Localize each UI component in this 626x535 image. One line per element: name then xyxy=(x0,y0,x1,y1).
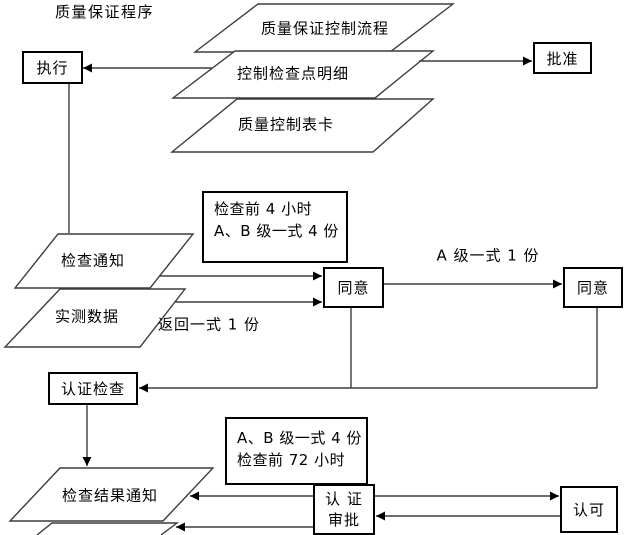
doc-checkpoints-parallelogram xyxy=(170,50,435,99)
approve-label: 批准 xyxy=(546,49,579,68)
notice-label: 检查通知 xyxy=(60,251,126,270)
doc-flow-label: 质量保证控制流程 xyxy=(260,19,390,38)
measured-parallelogram xyxy=(3,288,187,348)
result-copy-parallelogram xyxy=(36,522,180,535)
agree-left-label: 同意 xyxy=(337,279,370,297)
note-before-72h-box: A、B 级一式 4 份 检查前 72 小时 xyxy=(225,417,368,485)
agree-right-label: 同意 xyxy=(576,279,609,297)
notice-parallelogram xyxy=(13,233,195,289)
cert-inspect-box: 认证检查 xyxy=(48,372,138,405)
cert-review-label-line2: 审批 xyxy=(327,510,360,529)
result-notice-label: 检查结果通知 xyxy=(61,486,159,505)
cert-review-label-line1: 认 证 xyxy=(325,489,363,508)
accept-box: 认可 xyxy=(560,486,618,533)
cert-inspect-label: 认证检查 xyxy=(60,380,125,398)
return-copy-label: 返回一式 1 份 xyxy=(157,315,261,334)
accept-label: 认可 xyxy=(572,501,605,519)
note-before-4h-box: 检查前 4 小时 A、B 级一式 4 份 xyxy=(202,191,348,263)
cert-review-box: 认 证 审批 xyxy=(313,484,375,535)
note-before-4h-line1: 检查前 4 小时 xyxy=(214,200,313,218)
measured-label: 实测数据 xyxy=(54,307,120,326)
note-before-4h-line2: A、B 级一式 4 份 xyxy=(214,222,339,240)
agree-left-box: 同意 xyxy=(323,267,384,308)
doc-card-parallelogram xyxy=(170,98,435,153)
doc-checkpoints-label: 控制检查点明细 xyxy=(236,64,350,83)
note-before-72h-line2: 检查前 72 小时 xyxy=(237,451,346,469)
approve-box: 批准 xyxy=(533,42,592,74)
result-notice-parallelogram xyxy=(8,467,215,522)
execute-box: 执行 xyxy=(22,51,83,84)
doc-card-label: 质量控制表卡 xyxy=(237,115,335,134)
note-before-72h-line1: A、B 级一式 4 份 xyxy=(237,429,362,447)
agree-right-box: 同意 xyxy=(563,267,623,308)
page-title: 质量保证程序 xyxy=(55,3,155,21)
a-level-copy-label: A 级一式 1 份 xyxy=(436,246,540,265)
execute-label: 执行 xyxy=(36,59,69,77)
